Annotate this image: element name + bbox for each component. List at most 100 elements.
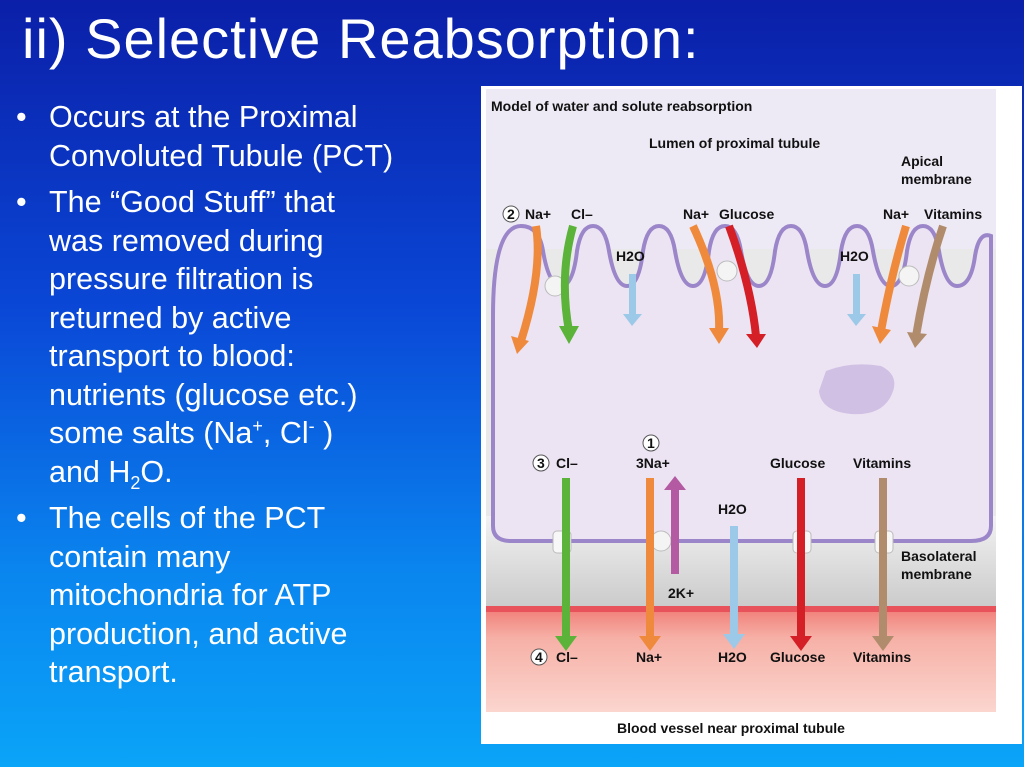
bullet-line: mitochondria for ATP [49, 578, 332, 612]
bullet-line: some salts (Na [49, 416, 253, 450]
bullet-line: contain many [49, 539, 231, 574]
arrowhead [559, 326, 579, 344]
sodium-arrow [646, 478, 654, 638]
bullet-line: , Cl [262, 416, 309, 450]
bullet-item: • The “Good Stuff” that was removed duri… [16, 183, 486, 493]
vitamins-arrow [912, 224, 947, 337]
bullet-line: was removed during [49, 223, 324, 258]
arrowhead [639, 636, 661, 651]
ion-label: Cl– [556, 649, 578, 665]
basolateral-label-line2: membrane [901, 566, 972, 582]
basolateral-label-line1: Basolateral [901, 548, 976, 564]
mitochondrion [819, 364, 895, 415]
arrowhead [907, 332, 927, 348]
solute-label: Vitamins [853, 455, 911, 471]
bullet-item: • Occurs at the Proximal Convoluted Tubu… [16, 98, 486, 175]
bullet-item: • The cells of the PCT contain many mito… [16, 499, 486, 692]
water-label: H2O [616, 248, 645, 264]
bullet-line: and H [49, 454, 131, 489]
bullet-line: ) [314, 416, 334, 450]
water-label: H2O [840, 248, 869, 264]
ion-label: 3Na+ [636, 455, 670, 471]
bullet-dot: • [16, 501, 27, 535]
caption-strip [486, 712, 996, 742]
figure-title: Model of water and solute reabsorption [491, 98, 752, 114]
lumen-label: Lumen of proximal tubule [649, 135, 820, 151]
lumen-area [486, 89, 996, 249]
bullet-line: nutrients (glucose etc.) [49, 377, 358, 412]
ion-label: Na+ [883, 206, 909, 222]
water-arrow [853, 274, 860, 316]
arrowhead [511, 336, 529, 354]
vitamins-arrow [879, 478, 887, 638]
solute-label: Glucose [770, 649, 825, 665]
arrowhead [723, 634, 745, 649]
blood-vessel [486, 606, 996, 712]
chloride-arrow [562, 478, 570, 638]
superscript: + [252, 415, 263, 436]
arrowhead [555, 636, 577, 651]
bullet-line: Convoluted Tubule (PCT) [49, 138, 394, 173]
ion-label: Cl– [571, 206, 593, 222]
water-label: H2O [718, 649, 747, 665]
arrowhead [709, 328, 729, 344]
arrowhead [872, 326, 891, 344]
apical-transporter [716, 260, 738, 282]
sodium-arrow [877, 224, 910, 332]
bullet-line: The “Good Stuff” that [49, 185, 335, 219]
water-label: H2O [718, 501, 747, 517]
bullet-line: pressure filtration is [49, 262, 314, 296]
solute-label: Vitamins [853, 649, 911, 665]
bullet-dot: • [16, 185, 27, 219]
ion-label: Na+ [636, 649, 662, 665]
reabsorption-figure: Model of water and solute reabsorption L… [481, 86, 1022, 744]
arrowhead [872, 636, 894, 651]
solute-label: Glucose [770, 455, 825, 471]
solute-label: Vitamins [924, 206, 982, 222]
arrowhead [746, 334, 766, 348]
water-arrow [730, 526, 738, 636]
arrowhead [790, 636, 812, 651]
step-number: 4 [535, 649, 543, 665]
step-number: 1 [647, 435, 655, 451]
ion-label: Na+ [683, 206, 709, 222]
sodium-arrow [517, 225, 542, 343]
reabsorption-diagram: Model of water and solute reabsorption L… [486, 89, 996, 742]
vessel-wall [486, 606, 996, 612]
bullet-line: production, and active [49, 616, 348, 651]
bullet-line: O. [140, 454, 173, 489]
bullet-line: Occurs at the Proximal [49, 100, 358, 134]
bullet-dot: • [16, 100, 27, 134]
arrowhead [623, 314, 642, 326]
chloride-arrow [560, 224, 577, 332]
glucose-arrow [725, 224, 760, 337]
solute-label: Glucose [719, 206, 774, 222]
arrowhead [847, 314, 866, 326]
bullet-line: transport. [49, 655, 178, 689]
step-number: 2 [507, 206, 515, 222]
bullet-line: transport to blood: [49, 339, 295, 373]
glucose-arrow [797, 478, 805, 638]
step-number-badge [502, 205, 520, 223]
step-number-badge [530, 648, 548, 666]
potassium-arrow [671, 488, 679, 574]
ion-label: Cl– [556, 455, 578, 471]
apical-transporter [898, 265, 920, 287]
blood-vessel-label: Blood vessel near proximal tubule [617, 720, 845, 736]
subscript: 2 [130, 472, 141, 493]
bullet-line: The cells of the PCT [49, 501, 326, 535]
ion-label: Na+ [525, 206, 551, 222]
sodium-arrow [689, 224, 724, 332]
potassium-label: 2K+ [668, 585, 694, 601]
step-number-badge [642, 434, 660, 452]
apical-label-line1: Apical [901, 153, 943, 169]
step-number-badge [532, 454, 550, 472]
superscript: - [308, 415, 315, 436]
arrowhead [664, 476, 686, 490]
apical-label-line2: membrane [901, 171, 972, 187]
bullet-line: returned by active [49, 300, 292, 335]
water-arrow [629, 274, 636, 316]
slide-title: ii) Selective Reabsorption: [22, 7, 700, 70]
step-number: 3 [537, 455, 545, 471]
bullet-list: • Occurs at the Proximal Convoluted Tubu… [16, 98, 486, 700]
